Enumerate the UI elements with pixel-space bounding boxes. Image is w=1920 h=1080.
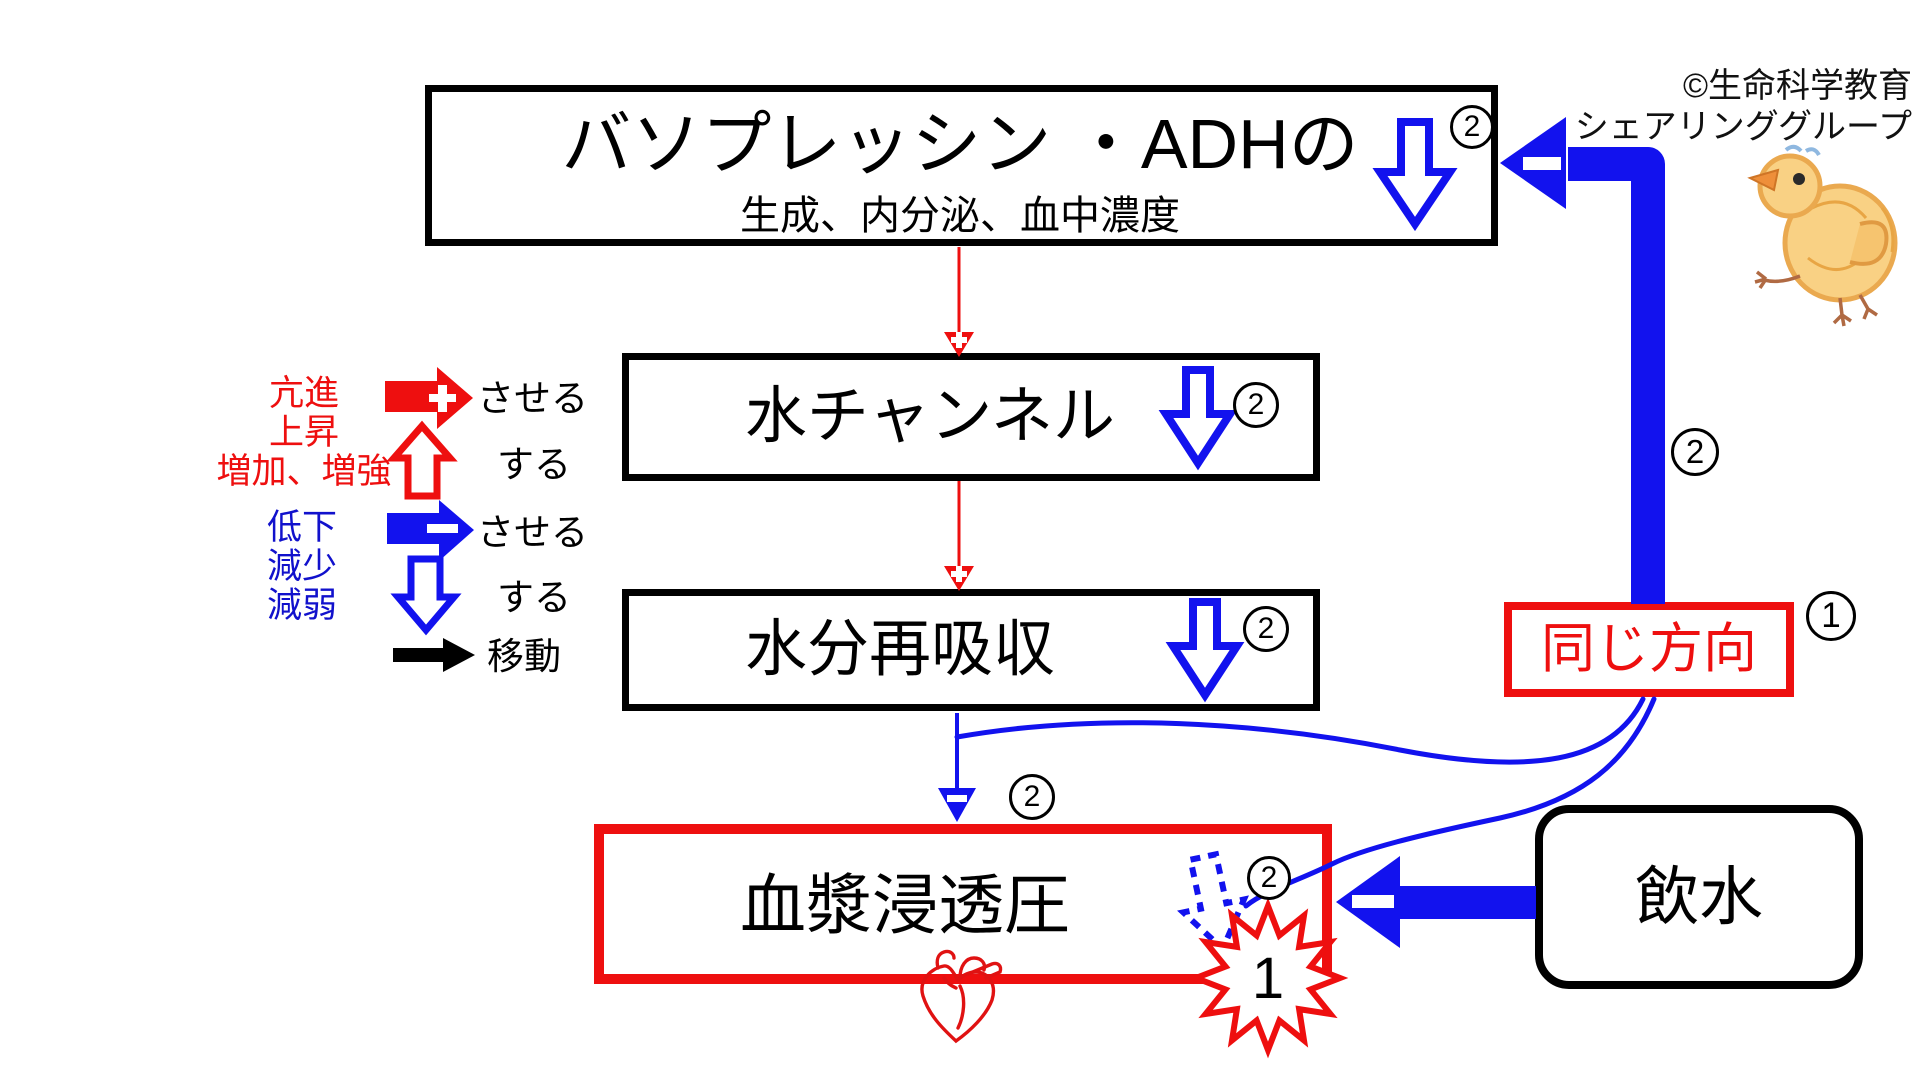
copyright-line2: シェアリンググループ: [1574, 108, 1912, 147]
legend-move-label: 移動: [487, 635, 561, 677]
legend-term: 減少: [266, 547, 337, 587]
drinking-decrease-arrow: [1336, 856, 1536, 948]
minus-sign-icon: [1352, 895, 1394, 908]
legend-term: 上昇: [268, 413, 339, 453]
decrease-connector: [938, 713, 976, 822]
arrowhead-left-icon: [1500, 117, 1566, 209]
legend-increase-cause-label: させる: [477, 377, 588, 419]
vasopressin-title: バソプレッシン ・ADHの: [561, 104, 1359, 183]
negative-feedback-arrow: [1500, 117, 1665, 604]
vasopressin-box: [425, 85, 1498, 246]
legend-decrease-cause-arrow-icon: [387, 500, 474, 561]
plasma-osmotic-pressure-label: 血漿浸透圧: [740, 868, 1070, 942]
decrease-connector-badge: 2: [1009, 774, 1055, 820]
legend-decrease-do-label: する: [497, 576, 571, 618]
arrowhead-left-icon: [1336, 856, 1400, 948]
stimulate-connector-2: [944, 481, 974, 591]
water-channel-badge: 2: [1233, 382, 1279, 428]
legend-decrease-cause-label: させる: [477, 511, 588, 553]
minus-arrowhead-icon: [938, 788, 976, 822]
vasopressin-subtitle: 生成、内分泌、血中濃度: [740, 194, 1180, 238]
legend-term: 亢進: [268, 374, 339, 413]
vasopressin-badge: 2: [1450, 105, 1494, 149]
copyright-notice: ©生命科学教育 シェアリンググループ: [1560, 66, 1912, 149]
chick-beak: [1747, 168, 1780, 192]
legend-increase-terms: 亢進 上昇 増加、増強: [214, 374, 394, 492]
water-reabsorption-label: 水分再吸収: [744, 615, 1055, 684]
legend-decrease-do-arrow-icon: [390, 555, 462, 636]
same-direction-label: 同じ方向: [1541, 619, 1757, 679]
plus-arrowhead-icon: [944, 566, 974, 591]
legend-term: 減弱: [266, 586, 337, 626]
feedback-shaft-badge: 2: [1671, 428, 1719, 476]
water-reabsorption-badge: 2: [1243, 606, 1289, 652]
chick-illustration: [1747, 144, 1898, 327]
legend-increase-cause-arrow-icon: [385, 367, 473, 429]
same-direction-box: [1504, 602, 1794, 697]
starburst-number: 1: [1251, 945, 1285, 1011]
legend-move-arrow-icon: [393, 638, 475, 672]
water-channel-label: 水チャンネル: [744, 382, 1116, 451]
legend-increase-do-arrow-icon: [386, 420, 458, 500]
chick-eye: [1793, 173, 1805, 185]
legend-term: 増加、増強: [216, 452, 392, 492]
same-direction-badge: 1: [1806, 591, 1856, 641]
drinking-label: 飲水: [1635, 861, 1763, 933]
legend-increase-do-label: する: [497, 443, 571, 485]
plasma-dotted-arrow-badge: 2: [1247, 856, 1291, 900]
minus-sign-icon: [1523, 157, 1561, 170]
legend-decrease-terms: 低下 減少 減弱: [252, 508, 352, 626]
legend-term: 低下: [266, 508, 337, 547]
copyright-line1: ©生命科学教育: [1682, 67, 1912, 105]
stimulate-connector-1: [944, 247, 974, 357]
